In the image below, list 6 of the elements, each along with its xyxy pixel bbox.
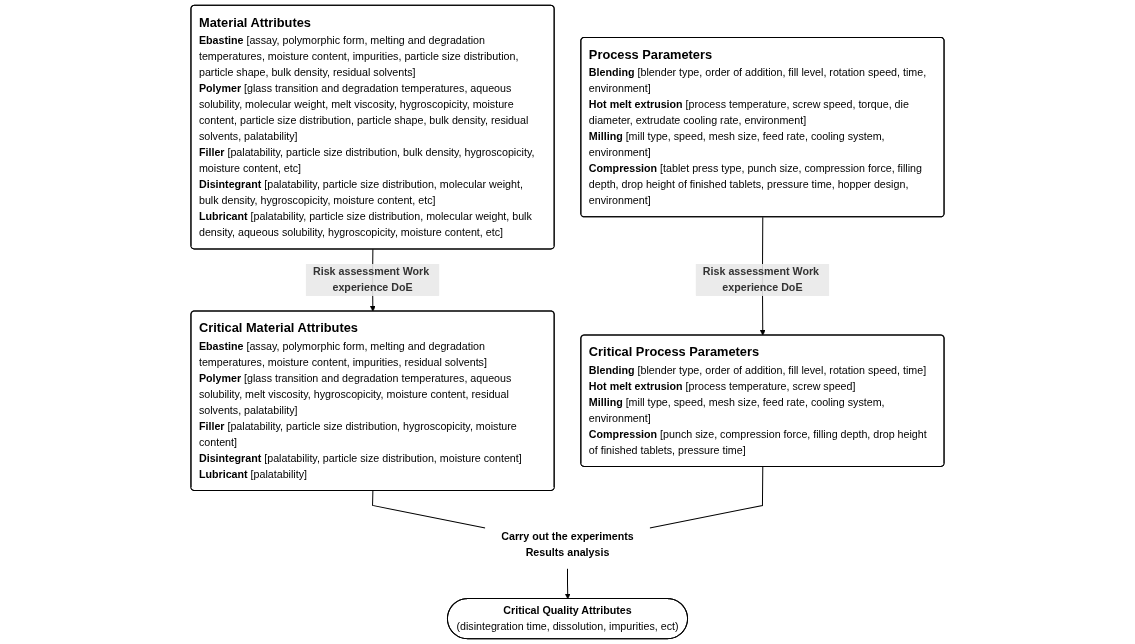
- connector: [649, 466, 764, 529]
- edge-label: Risk assessment Work experience DoE: [312, 265, 430, 294]
- arrow: [564, 568, 571, 600]
- connector: [372, 490, 486, 529]
- node-text: Carry out the experiments Results analysis: [501, 530, 634, 558]
- edge-label: Risk assessment Work experience DoE: [702, 265, 820, 294]
